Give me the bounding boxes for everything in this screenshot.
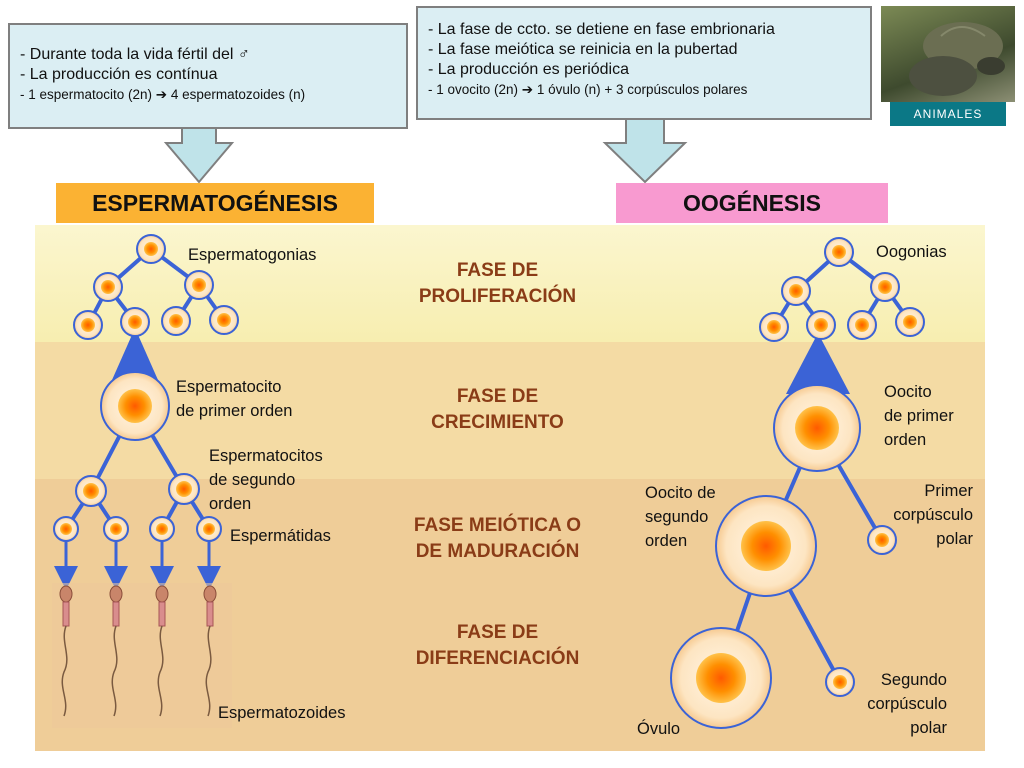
label-oocito-primer-orden: Oocito de primer orden bbox=[884, 380, 954, 452]
label-line: Espermatocitos bbox=[209, 447, 323, 465]
espermatida-cell bbox=[53, 516, 79, 542]
phase-proliferacion: FASE DE PROLIFERACIÓN bbox=[380, 258, 615, 310]
arrow-callout-female bbox=[602, 118, 688, 184]
label-line: orden bbox=[645, 532, 688, 550]
segundo-corpusculo-polar-cell bbox=[825, 667, 855, 697]
espermatozoides bbox=[52, 583, 232, 728]
phase-meiotica-line2: DE MADURACIÓN bbox=[415, 541, 580, 562]
oogonia-cell bbox=[806, 310, 836, 340]
phase-crecimiento-line2: CRECIMIENTO bbox=[431, 412, 564, 433]
espermatogonia-cell bbox=[120, 307, 150, 337]
espermatogonia-cell bbox=[209, 305, 239, 335]
oogonia-cell bbox=[870, 272, 900, 302]
label-oogonias: Oogonias bbox=[876, 243, 947, 261]
note-female: - La fase de ccto. se detiene en fase em… bbox=[416, 6, 872, 120]
phase-diferenciacion: FASE DE DIFERENCIACIÓN bbox=[380, 620, 615, 672]
label-line: polar bbox=[910, 719, 947, 737]
note-female-line4: - 1 ovocito (2n) ➔ 1 óvulo (n) + 3 corpú… bbox=[428, 82, 748, 97]
espermatogonia-cell bbox=[161, 306, 191, 336]
oog-growth-triangle bbox=[786, 333, 850, 394]
ovulo-cell bbox=[670, 627, 772, 729]
oog-cells bbox=[670, 237, 925, 729]
espermatida-cell bbox=[149, 516, 175, 542]
label-line: Segundo bbox=[880, 671, 947, 689]
label-espermatozoides: Espermatozoides bbox=[218, 704, 346, 722]
note-male-line3: - 1 espermatocito (2n) ➔ 4 espermatozoid… bbox=[20, 87, 306, 102]
oocito-segundo-orden-cell bbox=[715, 495, 817, 597]
note-male: - Durante toda la vida fértil del ♂ - La… bbox=[8, 23, 408, 129]
espermatogonia-cell bbox=[136, 234, 166, 264]
phase-proliferacion-line1: FASE DE bbox=[456, 260, 539, 281]
animals-photo bbox=[881, 6, 1015, 102]
label-line: polar bbox=[936, 530, 973, 548]
esp-growth-triangle bbox=[112, 328, 158, 380]
label-line: Oocito de bbox=[645, 484, 716, 502]
label-line: de segundo bbox=[209, 471, 296, 489]
label-ovulo: Óvulo bbox=[637, 720, 681, 738]
espermatocito-primer-orden-cell bbox=[100, 371, 170, 441]
espermatida-cell bbox=[103, 516, 129, 542]
label-espermatocitos-segundo-orden: Espermatocitos de segundo orden bbox=[209, 444, 323, 516]
phase-diferenciacion-line1: FASE DE bbox=[456, 622, 539, 643]
photo-caption: ANIMALES bbox=[890, 102, 1006, 126]
oogonia-cell bbox=[847, 310, 877, 340]
phase-crecimiento: FASE DE CRECIMIENTO bbox=[380, 384, 615, 436]
label-espermatocito-primer-orden: Espermatocito de primer orden bbox=[176, 375, 292, 423]
esp-cells bbox=[53, 234, 239, 542]
label-line: corpúsculo bbox=[867, 695, 947, 713]
espermatozoide-icon bbox=[109, 585, 123, 717]
espermatozoide-icon bbox=[155, 585, 169, 717]
espermatozoide-icon bbox=[203, 585, 217, 717]
label-espermatidas: Espermátidas bbox=[230, 527, 331, 545]
oogonia-cell bbox=[895, 307, 925, 337]
primer-corpusculo-polar-cell bbox=[867, 525, 897, 555]
espermatocito-segundo-orden-cell bbox=[168, 473, 200, 505]
oogonia-cell bbox=[759, 312, 789, 342]
espermatozoide-icon bbox=[59, 585, 73, 717]
phase-meiotica: FASE MEIÓTICA O DE MADURACIÓN bbox=[380, 513, 615, 565]
label-line: Primer bbox=[924, 482, 973, 500]
label-segundo-corpusculo-polar: Segundo corpúsculo polar bbox=[842, 668, 947, 740]
note-male-line2: - La producción es contínua bbox=[20, 66, 218, 83]
label-line: orden bbox=[884, 431, 927, 449]
phase-diferenciacion-line2: DIFERENCIACIÓN bbox=[415, 648, 580, 669]
note-female-line2: - La fase meiótica se reinicia en la pub… bbox=[428, 41, 738, 58]
esp-spermatid-arrows bbox=[54, 541, 221, 590]
label-line: de primer bbox=[884, 407, 954, 425]
title-oogenesis: OOGÉNESIS bbox=[616, 183, 888, 223]
phase-proliferacion-line2: PROLIFERACIÓN bbox=[418, 286, 577, 307]
espermatogonia-cell bbox=[184, 270, 214, 300]
label-line: Oocito bbox=[884, 383, 932, 401]
espermatogonia-cell bbox=[93, 272, 123, 302]
title-espermatogenesis: ESPERMATOGÉNESIS bbox=[56, 183, 374, 223]
label-line: orden bbox=[209, 495, 252, 513]
label-line: corpúsculo bbox=[893, 506, 973, 524]
espermatida-cell bbox=[196, 516, 222, 542]
oogonia-cell bbox=[781, 276, 811, 306]
label-primer-corpusculo-polar: Primer corpúsculo polar bbox=[868, 479, 973, 551]
espermatogonia-cell bbox=[73, 310, 103, 340]
label-line: de primer orden bbox=[176, 402, 293, 420]
label-line: Espermatocito bbox=[176, 378, 282, 396]
note-male-line1: - Durante toda la vida fértil del ♂ bbox=[20, 46, 250, 63]
label-line: segundo bbox=[645, 508, 709, 526]
espermatocito-segundo-orden-cell bbox=[75, 475, 107, 507]
arrow-callout-male bbox=[163, 127, 235, 184]
note-female-line1: - La fase de ccto. se detiene en fase em… bbox=[428, 21, 775, 38]
label-oocito-segundo-orden: Oocito de segundo orden bbox=[645, 481, 716, 553]
note-female-line3: - La producción es periódica bbox=[428, 61, 630, 78]
phase-meiotica-line1: FASE MEIÓTICA O bbox=[413, 515, 582, 536]
tortoise-icon bbox=[909, 22, 1005, 96]
oocito-primer-orden-cell bbox=[773, 384, 861, 472]
phase-crecimiento-line1: FASE DE bbox=[456, 386, 539, 407]
label-espermatogonias: Espermatogonias bbox=[188, 246, 317, 264]
oogonia-cell bbox=[824, 237, 854, 267]
